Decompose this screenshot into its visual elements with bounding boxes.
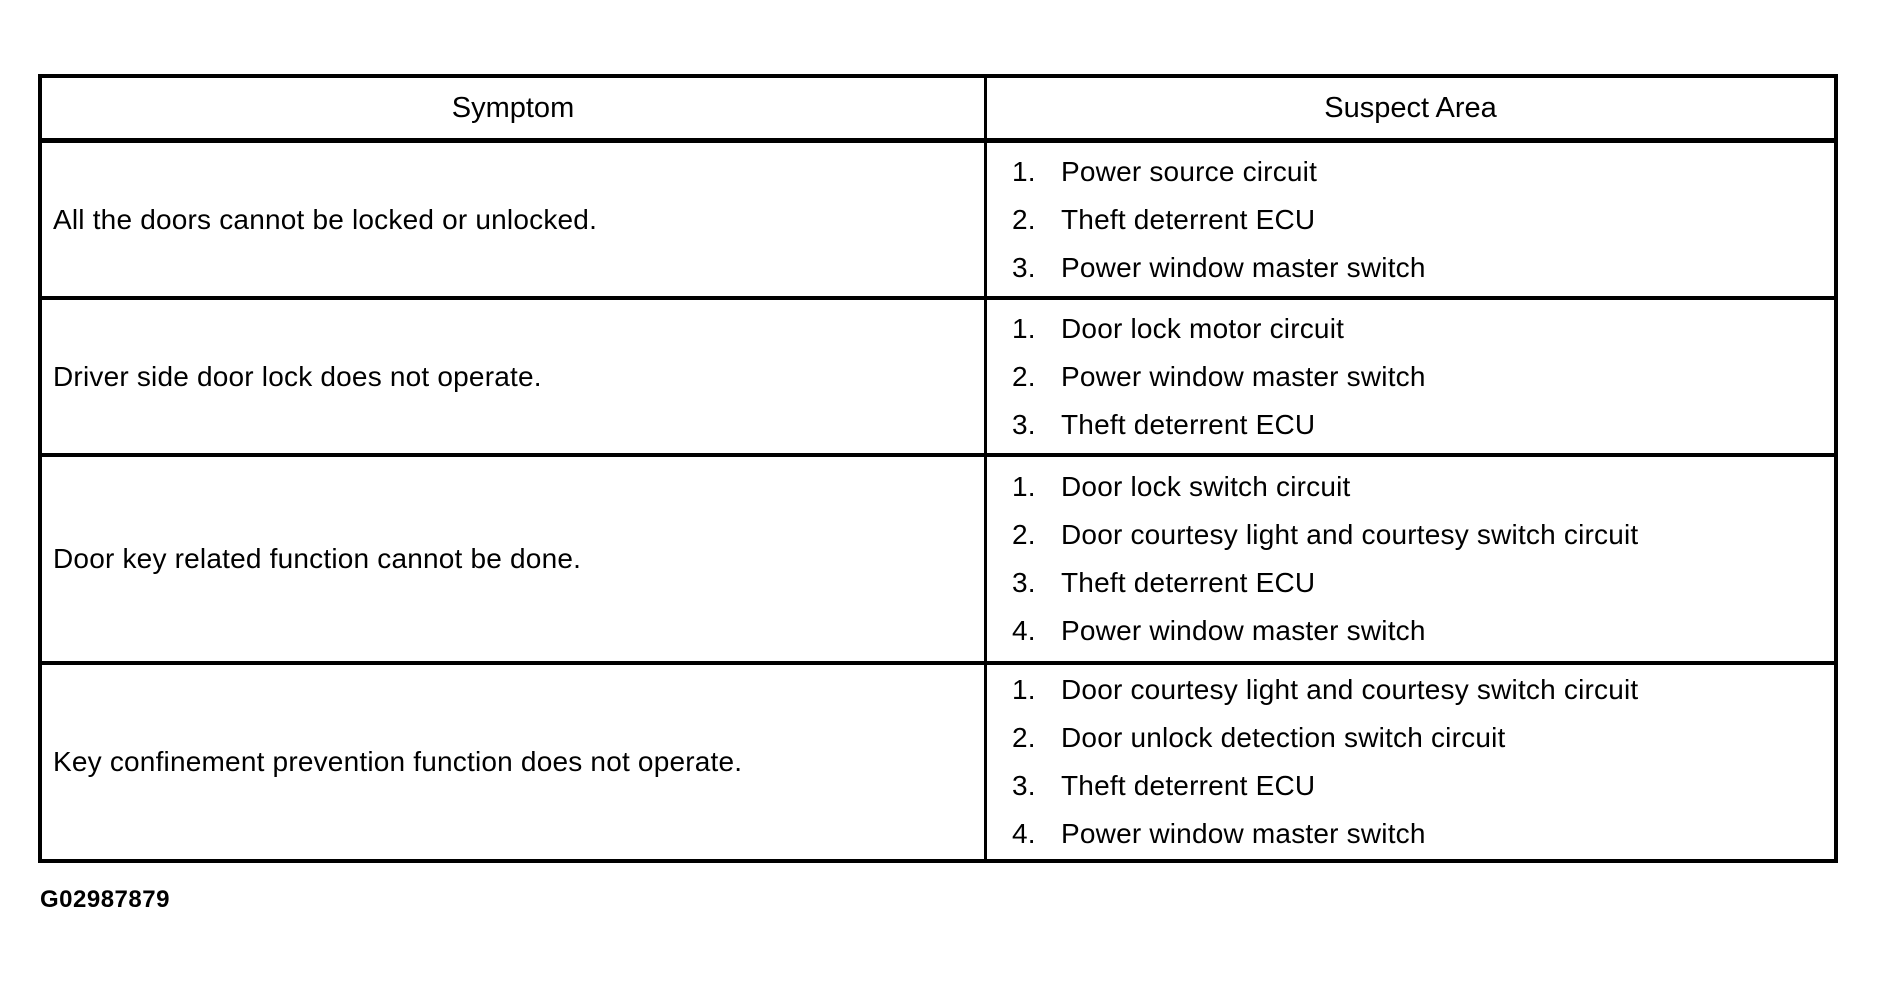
suspect-item-number: 1. [1012,155,1036,187]
suspect-area-cell: 1. Door courtesy light and courtesy swit… [987,665,1834,859]
suspect-item-number: 3. [1012,770,1036,801]
suspect-item-number: 3. [1012,567,1036,598]
suspect-item: 1. Door courtesy light and courtesy swit… [1012,666,1834,714]
symptom-cell: Door key related function cannot be done… [42,457,987,661]
suspect-item-text: Power window master switch [1061,615,1426,646]
suspect-item-text: Door courtesy light and courtesy switch … [1061,519,1639,550]
suspect-item-text: Power source circuit [1061,155,1318,187]
column-header-suspect-area: Suspect Area [987,78,1834,138]
suspect-item-number: 3. [1012,408,1036,440]
table-row: Door key related function cannot be done… [42,457,1834,665]
suspect-item-number: 1. [1012,312,1036,344]
suspect-item: 1. Door lock motor circuit [1012,305,1834,353]
table-header-row: Symptom Suspect Area [42,78,1834,143]
suspect-item: 1. Door lock switch circuit [1012,463,1834,511]
suspect-item: 4. Power window master switch [1012,810,1834,858]
suspect-item-text: Theft deterrent ECU [1061,770,1316,801]
suspect-item-number: 4. [1012,818,1036,849]
table-row: Key confinement prevention function does… [42,665,1834,859]
suspect-item-number: 3. [1012,251,1036,283]
suspect-item-number: 2. [1012,722,1036,753]
suspect-item-number: 1. [1012,471,1036,502]
symptom-cell: All the doors cannot be locked or unlock… [42,143,987,296]
suspect-item-text: Power window master switch [1061,818,1426,849]
diagnostic-table: Symptom Suspect Area All the doors canno… [38,74,1838,863]
suspect-item: 2. Theft deterrent ECU [1012,196,1834,244]
suspect-item-text: Door unlock detection switch circuit [1061,722,1506,753]
suspect-item-number: 2. [1012,519,1036,550]
suspect-item-text: Door courtesy light and courtesy switch … [1061,674,1639,705]
suspect-item: 4. Power window master switch [1012,607,1834,655]
table-row: All the doors cannot be locked or unlock… [42,143,1834,300]
suspect-area-cell: 1. Door lock motor circuit 2. Power wind… [987,300,1834,453]
suspect-item-number: 1. [1012,674,1036,705]
symptom-text: Door key related function cannot be done… [53,543,582,574]
suspect-item-number: 2. [1012,360,1036,392]
column-header-suspect-area-label: Suspect Area [1324,91,1497,124]
suspect-item: 3. Theft deterrent ECU [1012,401,1834,449]
symptom-cell: Driver side door lock does not operate. [42,300,987,453]
symptom-text: Driver side door lock does not operate. [53,360,542,392]
suspect-item-text: Theft deterrent ECU [1061,408,1316,440]
suspect-item-number: 2. [1012,203,1036,235]
suspect-area-cell: 1. Door lock switch circuit 2. Door cour… [987,457,1834,661]
symptom-cell: Key confinement prevention function does… [42,665,987,859]
suspect-item: 3. Power window master switch [1012,244,1834,292]
suspect-item-number: 4. [1012,615,1036,646]
suspect-item: 3. Theft deterrent ECU [1012,762,1834,810]
suspect-item-text: Door lock switch circuit [1061,471,1351,502]
figure-id: G02987879 [40,886,170,913]
suspect-item: 2. Door unlock detection switch circuit [1012,714,1834,762]
symptom-text: All the doors cannot be locked or unlock… [53,203,598,235]
table-row: Driver side door lock does not operate. … [42,300,1834,457]
suspect-area-cell: 1. Power source circuit 2. Theft deterre… [987,143,1834,296]
suspect-item-text: Theft deterrent ECU [1061,203,1316,235]
suspect-item-text: Theft deterrent ECU [1061,567,1316,598]
suspect-item-text: Power window master switch [1061,360,1426,392]
symptom-text: Key confinement prevention function does… [53,746,743,777]
column-header-symptom: Symptom [42,78,987,138]
suspect-item: 1. Power source circuit [1012,148,1834,196]
suspect-item-text: Door lock motor circuit [1061,312,1345,344]
suspect-item: 3. Theft deterrent ECU [1012,559,1834,607]
suspect-item: 2. Power window master switch [1012,353,1834,401]
column-header-symptom-label: Symptom [451,91,575,124]
suspect-item-text: Power window master switch [1061,251,1426,283]
suspect-item: 2. Door courtesy light and courtesy swit… [1012,511,1834,559]
